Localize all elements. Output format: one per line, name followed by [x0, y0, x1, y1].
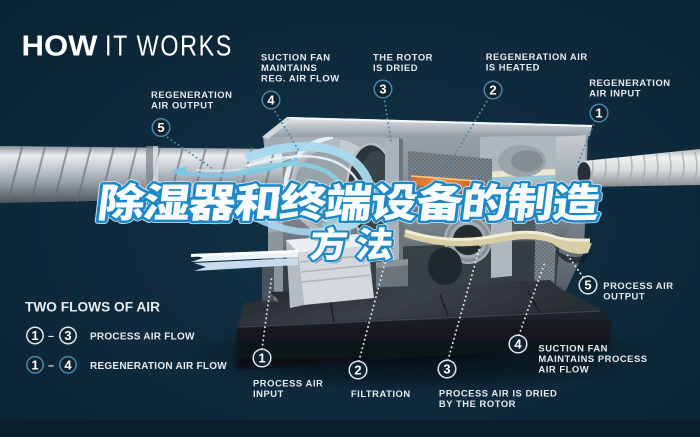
svg-text:REGENERATION AIR: REGENERATION AIR: [486, 51, 588, 62]
svg-text:AIR INPUT: AIR INPUT: [589, 87, 641, 98]
svg-text:4: 4: [267, 93, 275, 108]
svg-text:SUCTION FAN: SUCTION FAN: [261, 52, 331, 63]
svg-text:SUCTION FAN: SUCTION FAN: [538, 343, 608, 354]
svg-text:REGENERATION: REGENERATION: [589, 77, 670, 88]
svg-text:PROCESS AIR FLOW: PROCESS AIR FLOW: [90, 332, 195, 343]
svg-text:AIR FLOW: AIR FLOW: [538, 363, 589, 374]
svg-text:3: 3: [443, 362, 450, 377]
svg-text:IT WORKS: IT WORKS: [105, 31, 233, 63]
svg-text:OUTPUT: OUTPUT: [603, 290, 645, 301]
svg-text:PROCESS AIR IS DRIED: PROCESS AIR IS DRIED: [439, 388, 557, 399]
svg-text:THE ROTOR: THE ROTOR: [373, 51, 433, 62]
svg-text:3: 3: [64, 328, 71, 343]
svg-text:–: –: [48, 331, 54, 343]
svg-text:AIR OUTPUT: AIR OUTPUT: [151, 99, 214, 110]
svg-text:1: 1: [258, 351, 265, 366]
svg-text:5: 5: [584, 278, 591, 293]
svg-text:1: 1: [31, 357, 38, 372]
svg-text:REGENERATION AIR FLOW: REGENERATION AIR FLOW: [90, 361, 227, 372]
svg-text:FILTRATION: FILTRATION: [351, 388, 411, 399]
svg-text:REGENERATION: REGENERATION: [151, 89, 232, 100]
svg-text:IS DRIED: IS DRIED: [373, 62, 418, 73]
svg-text:4: 4: [514, 337, 522, 352]
svg-text:–: –: [48, 360, 54, 372]
svg-text:TWO FLOWS OF AIR: TWO FLOWS OF AIR: [25, 300, 160, 315]
svg-text:1: 1: [31, 328, 38, 343]
svg-text:5: 5: [157, 120, 164, 135]
svg-text:MAINTAINS: MAINTAINS: [261, 62, 317, 73]
svg-text:IS HEATED: IS HEATED: [486, 62, 540, 73]
svg-text:2: 2: [489, 83, 496, 98]
svg-text:PROCESS AIR: PROCESS AIR: [253, 378, 323, 389]
svg-text:BY THE ROTOR: BY THE ROTOR: [439, 398, 516, 409]
svg-text:1: 1: [595, 106, 602, 121]
svg-text:3: 3: [379, 82, 386, 97]
svg-text:REG. AIR FLOW: REG. AIR FLOW: [261, 73, 340, 84]
svg-text:HOW: HOW: [22, 31, 99, 63]
svg-text:MAINTAINS PROCESS: MAINTAINS PROCESS: [538, 353, 647, 364]
svg-text:INPUT: INPUT: [253, 388, 284, 399]
svg-text:4: 4: [64, 357, 72, 372]
svg-text:2: 2: [354, 363, 361, 378]
svg-text:PROCESS AIR: PROCESS AIR: [603, 280, 673, 291]
